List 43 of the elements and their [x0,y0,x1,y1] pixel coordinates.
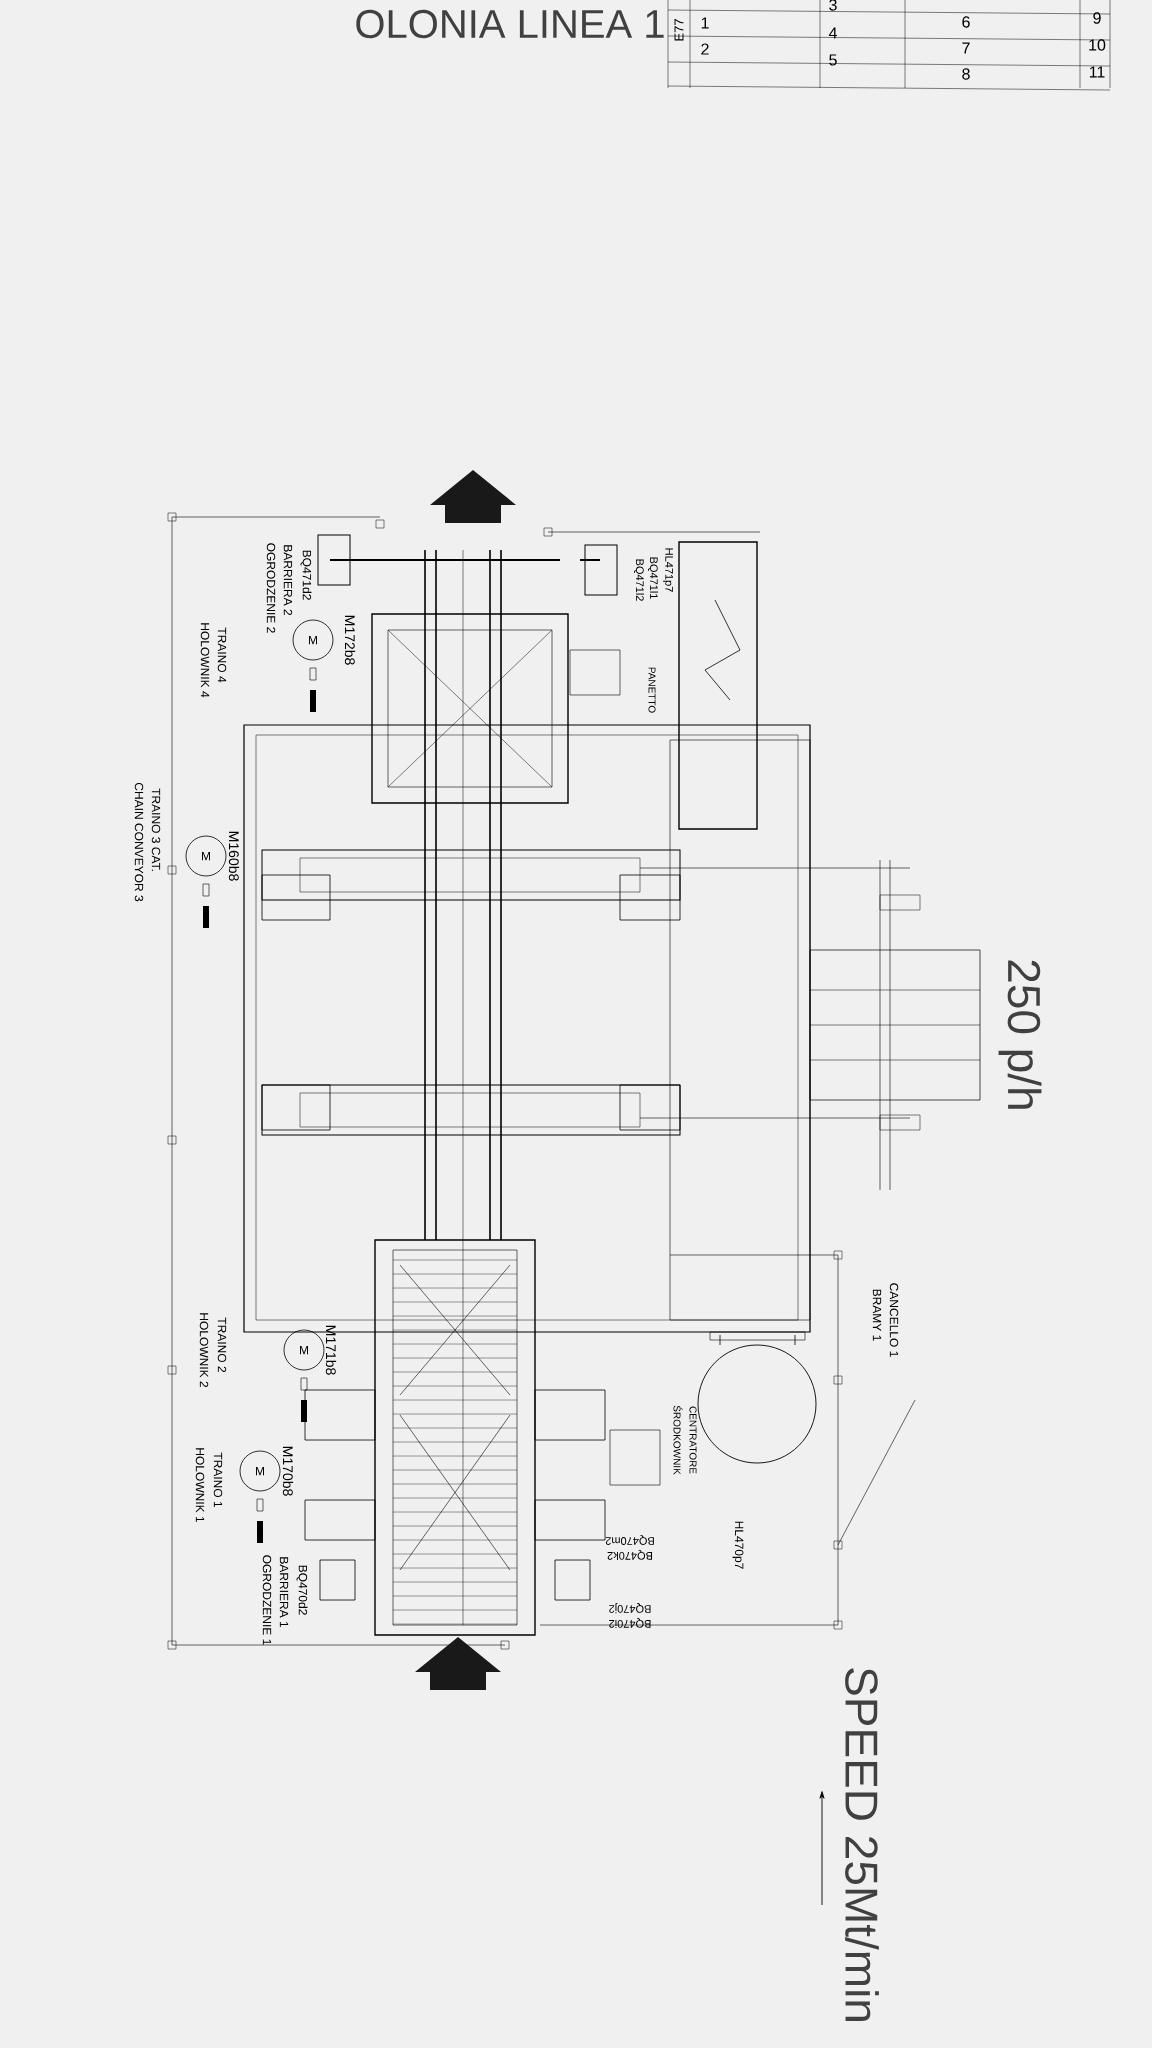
sensor-label: BQ470k2 [607,1550,653,1561]
sensor-label: HL470p7 [732,1521,744,1569]
table-number: 2 [701,43,709,55]
motor-label: M170b8 [282,1446,294,1496]
table-number: 7 [962,42,970,54]
part-label: OGRODZENIE 2 [266,543,276,633]
sensor-label: BQ470m2 [605,1535,654,1545]
part-label: TRAINO 2 [217,1317,227,1373]
capacity-label: 250 p/h [998,960,1042,1109]
motor-label: M172b8 [344,615,356,665]
sensor-label: HL471p7 [663,548,673,592]
sensor-label: BQ471l1 [648,557,659,599]
table-number: 1 [701,17,709,29]
part-label: ŚRODKOWNIK [673,1405,683,1475]
sensor-label: BQ470d2 [296,1565,308,1615]
table-number: 6 [962,16,970,28]
part-label: TRAINO 4 [217,627,227,683]
motor-label: M171b8 [325,1325,337,1375]
table-number: 3 [829,0,837,11]
sensor-label: BQ471l2 [634,559,645,601]
part-label: CHAIN CONVEYOR 3 [134,782,144,902]
part-label: BRAMY 1 [872,1289,882,1341]
table-number: 8 [962,68,970,80]
sensor-label: BQ470j2 [609,1602,651,1614]
revision-label: E77 [674,19,684,41]
drawing-title: OLONIA LINEA 1 [356,9,664,39]
sensor-label: BQ470i2 [609,1618,651,1629]
part-label: CANCELLO 1 [889,1283,899,1357]
table-number: 4 [828,27,837,39]
part-label: BARRIERA 2 [283,545,293,616]
table-number: 5 [829,54,837,66]
part-label: CENTRATORE [689,1406,697,1474]
motor-label: M160b8 [228,831,240,881]
part-label: BARRIERA 1 [279,1557,289,1628]
table-number: 9 [1093,12,1101,24]
speed-label: SPEED 25Mt/min [845,1668,879,2021]
part-label: OGRODZENIE 1 [262,1555,272,1645]
part-label: PANETTO [648,667,656,713]
part-label: HOLOWNIK 4 [200,623,210,698]
part-label: HOLOWNIK 1 [195,1448,205,1523]
table-number: 11 [1089,66,1105,78]
part-label: HOLOWNIK 2 [199,1313,209,1388]
table-number: 10 [1089,39,1106,51]
